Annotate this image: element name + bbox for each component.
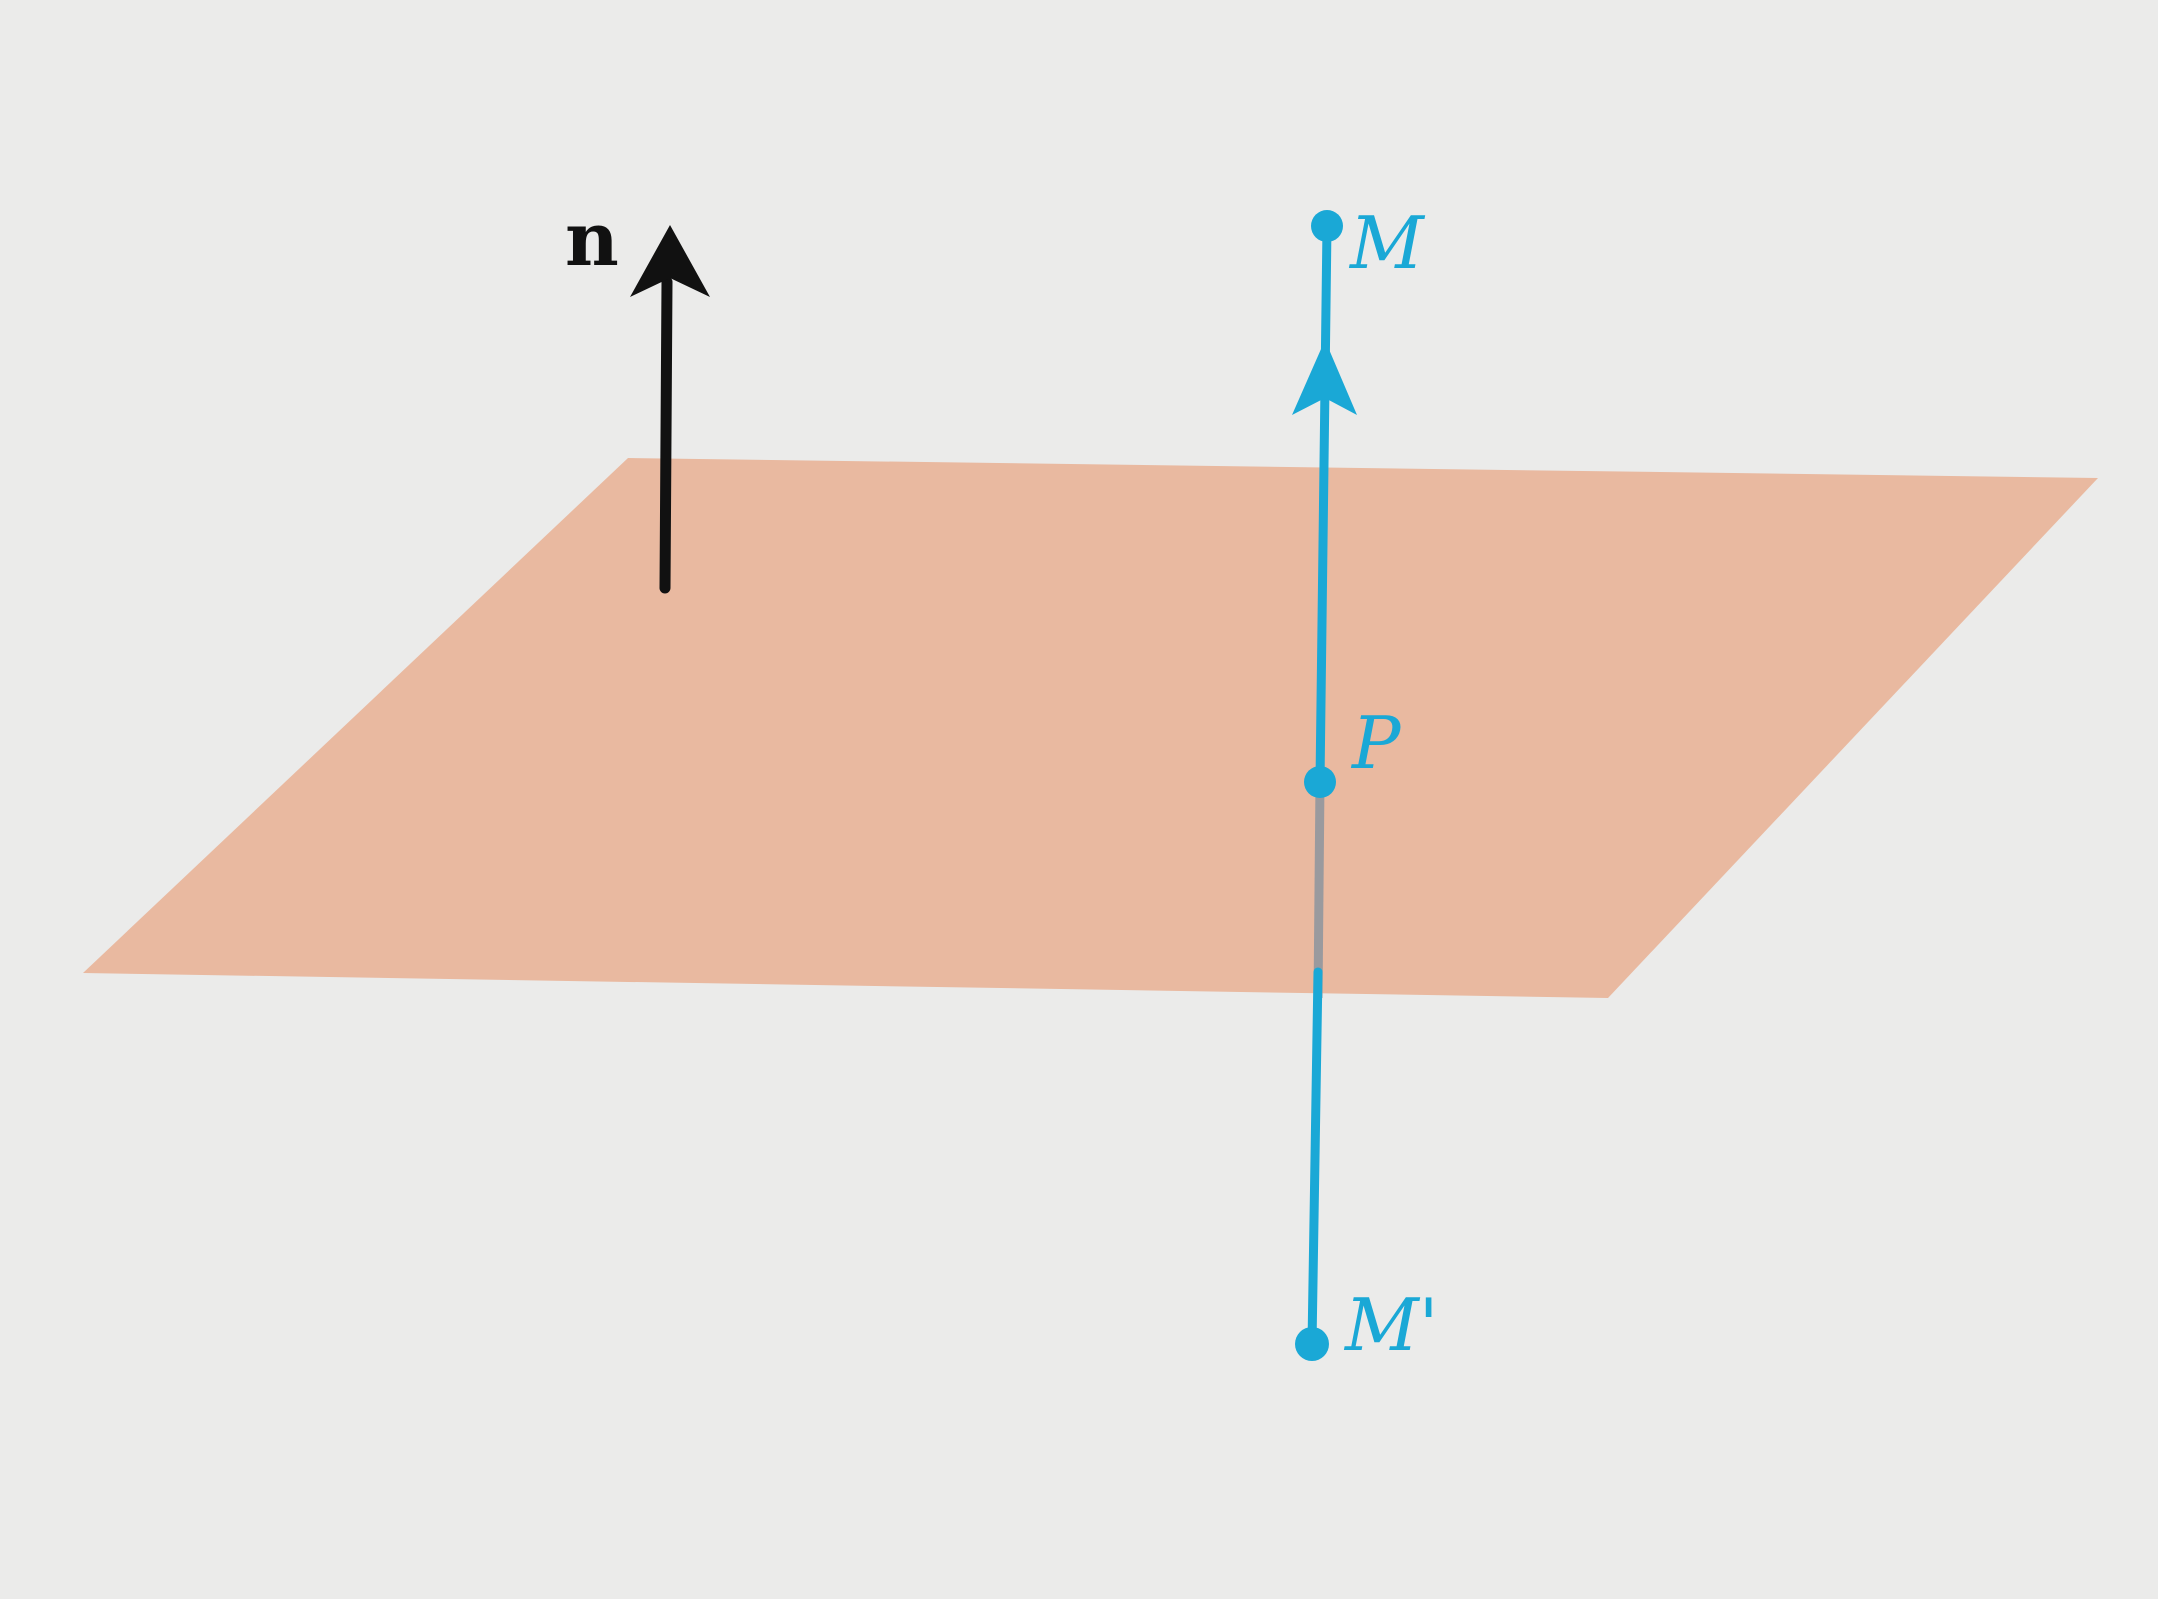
point-p	[1304, 766, 1336, 798]
normal-vector-shaft	[659, 276, 673, 594]
line-direction-arrowhead	[1292, 340, 1357, 415]
line-segment-below-plane	[1307, 967, 1323, 1349]
point-m-label: M	[1348, 201, 1426, 285]
normal-vector-label: n	[565, 197, 619, 283]
plane	[83, 458, 2098, 998]
point-m-prime-label: M'	[1343, 1283, 1439, 1367]
point-m	[1311, 210, 1343, 242]
line-segment-m-to-p	[1315, 221, 1332, 787]
normal-vector-arrowhead	[630, 225, 710, 297]
point-p-label: P	[1350, 701, 1402, 785]
line-segment-hidden	[1313, 781, 1325, 999]
point-m-prime	[1295, 1327, 1329, 1361]
